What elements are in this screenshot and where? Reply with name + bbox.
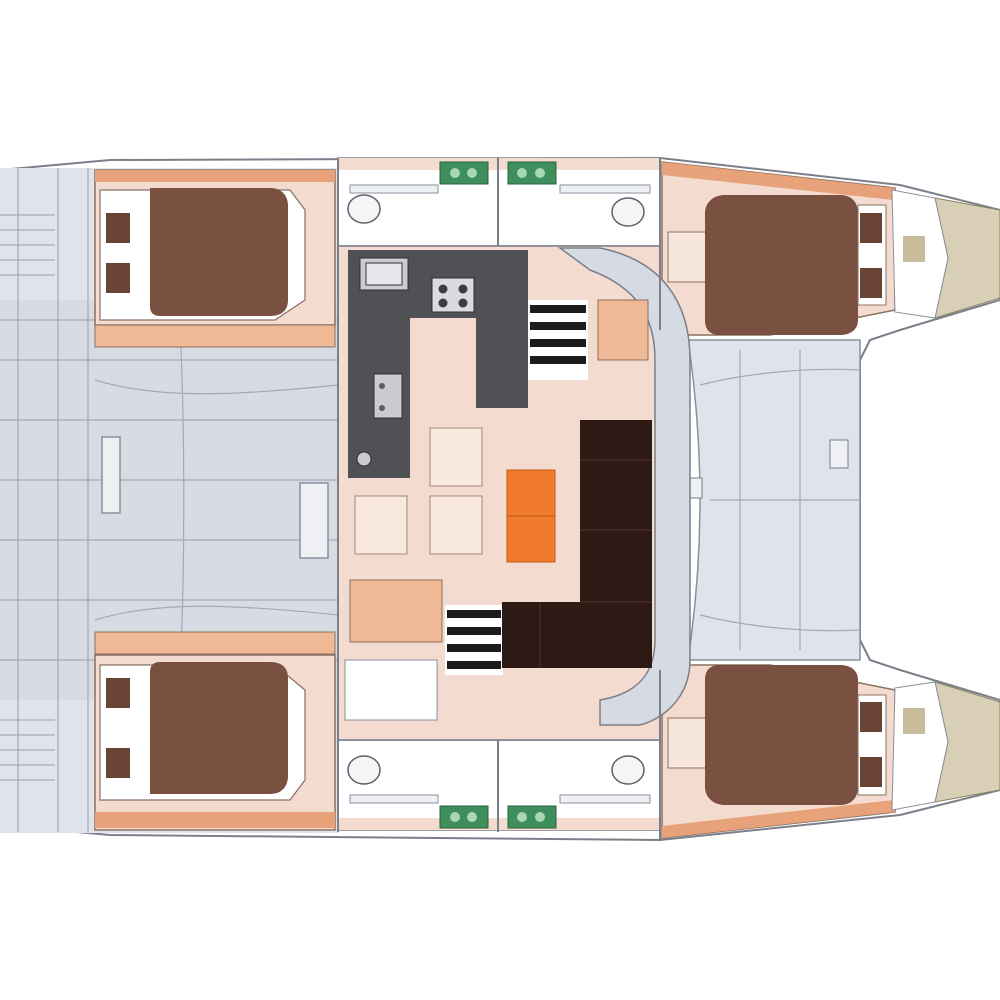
berth <box>150 662 288 794</box>
galley <box>348 250 528 478</box>
cabin-aft-starboard <box>94 631 336 831</box>
companionway-port <box>528 299 649 380</box>
head-4 <box>497 739 661 831</box>
pillow <box>860 213 882 243</box>
stove <box>431 277 475 313</box>
pillow <box>106 263 130 293</box>
head-2 <box>497 157 661 247</box>
cabin-fwd-starboard <box>661 637 896 839</box>
pillow <box>860 702 882 732</box>
pillow <box>106 748 130 778</box>
trampoline-starboard <box>891 681 1000 811</box>
sink <box>373 373 403 419</box>
saloon-sofa <box>502 420 652 668</box>
pillow <box>106 213 130 243</box>
saloon-table <box>506 469 556 563</box>
pillow <box>860 268 882 298</box>
cabin-aft-port <box>94 169 336 348</box>
berth <box>705 195 858 335</box>
cabin-fwd-port <box>661 161 896 363</box>
fore-deck <box>659 339 861 661</box>
trampoline-port <box>891 189 1000 319</box>
pillow <box>860 757 882 787</box>
head-3 <box>337 739 499 831</box>
shower-tray <box>507 805 557 829</box>
pillow <box>106 678 130 708</box>
toilet <box>611 197 645 227</box>
shower-tray <box>507 161 557 185</box>
toilet <box>347 755 381 785</box>
berth <box>150 188 288 316</box>
galley-counter <box>476 318 528 408</box>
companionway-starboard <box>344 579 503 721</box>
shower-tray <box>439 805 489 829</box>
head-1 <box>337 157 499 247</box>
bulkheads <box>337 158 661 840</box>
shower-tray <box>439 161 489 185</box>
toilet <box>347 194 381 224</box>
berth <box>705 665 858 805</box>
toilet <box>611 755 645 785</box>
